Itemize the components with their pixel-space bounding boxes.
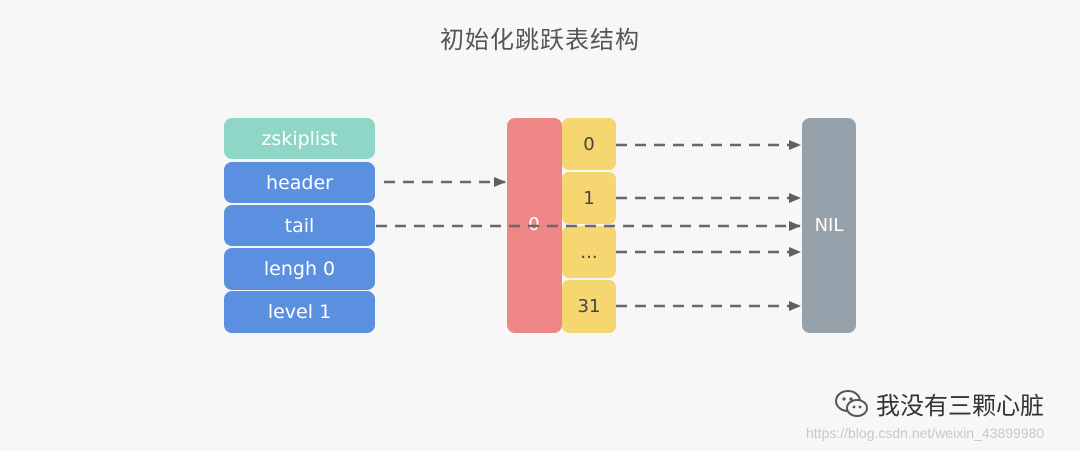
zskiplist-header: zskiplist [224,118,375,159]
watermark: 我没有三颗心脏 [834,386,1044,421]
field-tail: tail [224,205,375,246]
field-header: header [224,162,375,203]
diagram-title: 初始化跳跃表结构 [440,26,640,54]
level-1: 1 [562,172,616,224]
header-node-value-text: 0 [528,214,540,235]
wechat-icon [835,389,868,417]
watermark-url: https://blog.csdn.net/weixin_43899980 [806,425,1045,441]
watermark-text: 我没有三颗心脏 [876,392,1044,420]
nil-node: NIL [802,118,856,333]
level-31: 31 [562,280,616,333]
level-0: 0 [562,118,616,170]
level-ellipsis: ... [562,226,616,278]
field-length: lengh 0 [224,248,375,290]
field-level: level 1 [224,291,375,333]
